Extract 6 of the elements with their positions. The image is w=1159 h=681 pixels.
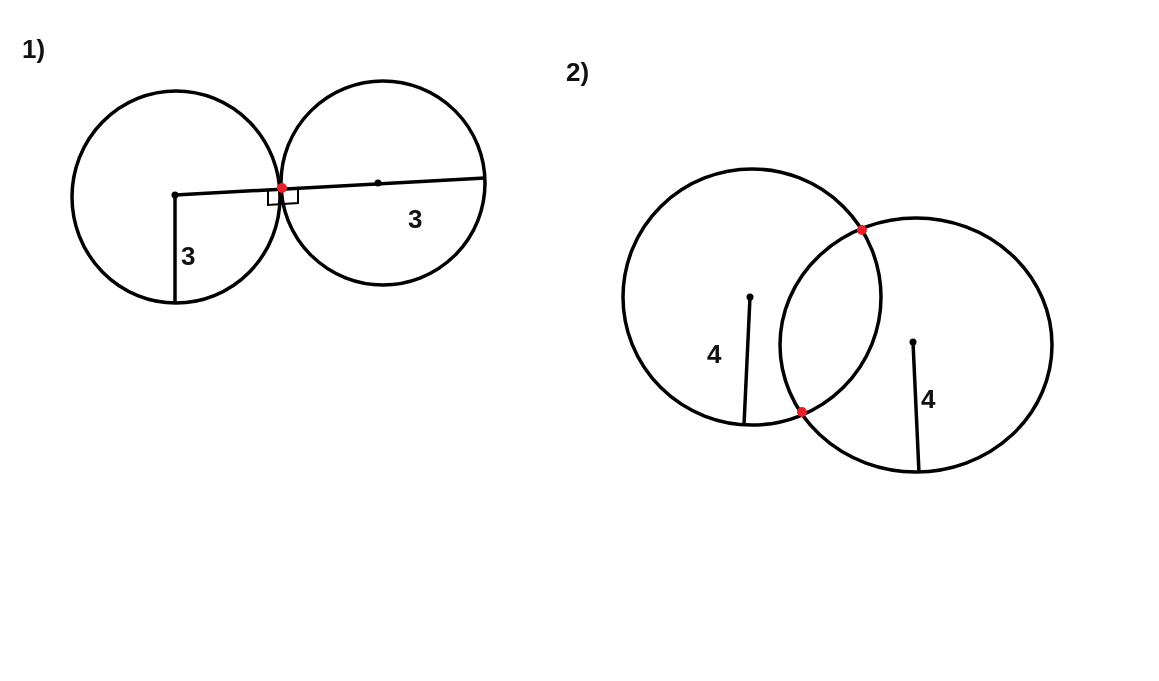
radius-value: 4 [707,341,722,367]
radius-value: 4 [921,386,936,412]
radius-value: 3 [181,243,196,269]
figure-number: 2) [566,59,590,85]
figure-number: 1) [22,36,46,62]
radius-value: 3 [408,206,423,232]
